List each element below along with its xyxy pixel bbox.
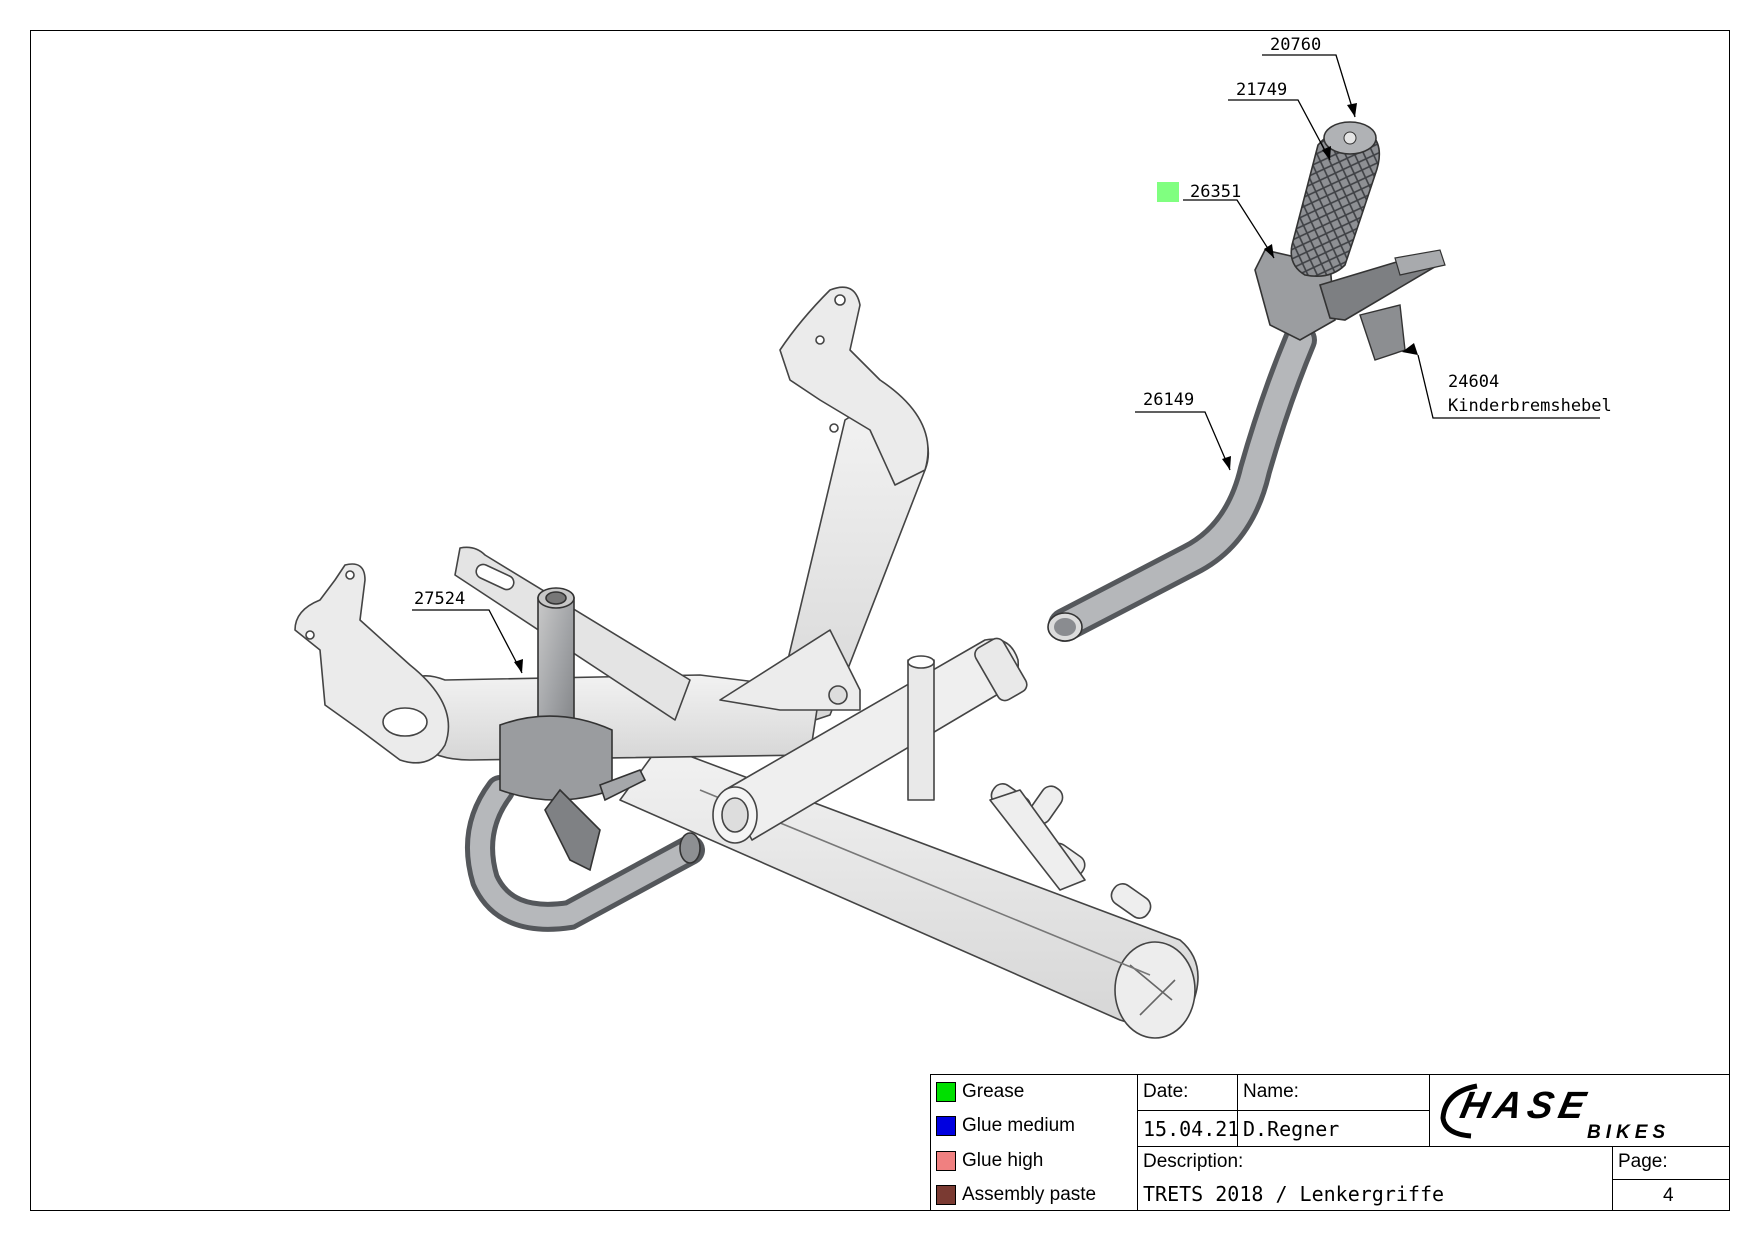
pedal-stubs (989, 783, 1152, 919)
legend-label-glue-high: Glue high (962, 1150, 1044, 1171)
legend-swatch-assembly-paste (936, 1185, 956, 1205)
callout-21749: 21749 (1236, 80, 1287, 100)
logo-main-text: HASE (1457, 1084, 1596, 1127)
name-label: Name: (1243, 1081, 1299, 1102)
legend-swatch-glue-high (936, 1151, 956, 1171)
right-handlebar-tube (1048, 323, 1317, 642)
callout-26351: 26351 (1190, 182, 1241, 202)
grease-marker (1157, 182, 1179, 202)
boom-end-profile (1114, 941, 1196, 1039)
left-handlebar-assembly (465, 587, 705, 932)
legend-swatch-glue-medium (936, 1116, 956, 1136)
callout-arrowheads (514, 103, 1418, 673)
page-label: Page: (1618, 1151, 1668, 1172)
right-handlebar-exploded (1047, 121, 1446, 642)
name-value: D.Regner (1243, 1117, 1340, 1141)
title-block-frame (930, 1074, 1730, 1211)
page-cell (1612, 1146, 1730, 1211)
date-value: 15.04.21 (1143, 1117, 1240, 1141)
legend-label-assembly-paste: Assembly paste (962, 1184, 1097, 1205)
hase-bikes-logo: HASE BIKES (1440, 1083, 1670, 1142)
callout-27524: 27524 (414, 589, 465, 609)
description-cell (1137, 1146, 1612, 1211)
legend-label-grease: Grease (962, 1081, 1025, 1102)
legend-label-glue-medium: Glue medium (962, 1115, 1075, 1136)
callout-26149: 26149 (1143, 390, 1194, 410)
logo-cell (1429, 1074, 1730, 1146)
callout-24604: 24604 (1448, 372, 1499, 392)
frame-assembly (294, 286, 1199, 1039)
frame-gusset (719, 629, 861, 711)
logo-sub-text: BIKES (1587, 1122, 1670, 1142)
legend-swatch-grease (936, 1082, 956, 1102)
left-brake-lever (544, 788, 601, 872)
drawing-sheet (30, 30, 1730, 1211)
row-divider-page (1612, 1179, 1730, 1180)
seat-post (907, 659, 935, 801)
description-label: Description: (1143, 1151, 1244, 1172)
title-block: Grease Glue medium Glue high Assembly pa… (930, 1074, 1730, 1211)
stem-clamp (499, 715, 613, 801)
page-value: 4 (1663, 1185, 1674, 1206)
date-label: Date: (1143, 1081, 1189, 1102)
description-value: TRETS 2018 / Lenkergriffe (1143, 1182, 1445, 1206)
callout-20760: 20760 (1270, 35, 1321, 55)
callout-24604-description: Kinderbremshebel (1448, 396, 1612, 416)
row-divider-date (1137, 1110, 1429, 1111)
callout-leaders (412, 54, 1600, 674)
